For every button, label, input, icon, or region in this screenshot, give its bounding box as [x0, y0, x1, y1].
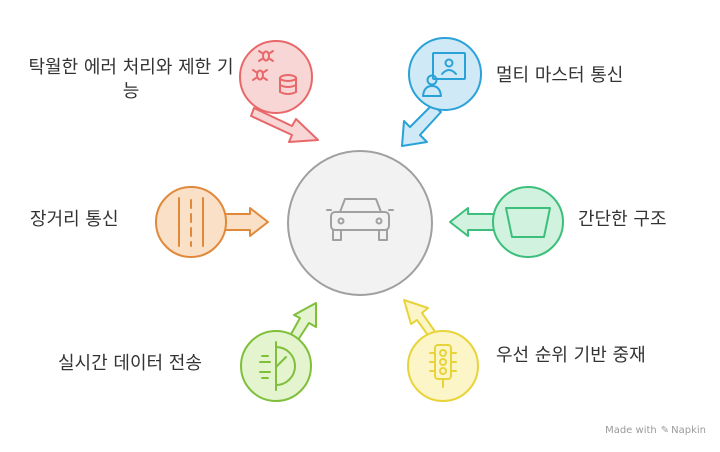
- label-realtime-transfer: 실시간 데이터 전송: [58, 353, 202, 374]
- label-simple-structure: 간단한 구조: [578, 209, 667, 230]
- label-long-distance: 장거리 통신: [30, 209, 119, 230]
- node-multi-master: [401, 37, 482, 147]
- node-simple-structure: [449, 186, 564, 258]
- watermark-prefix: Made with: [605, 425, 657, 436]
- bug-database-icon: [252, 50, 297, 95]
- watermark[interactable]: Made with✎Napkin: [605, 425, 706, 436]
- node-long-distance: [155, 186, 269, 258]
- label-error-handling: 탁월한 에러 처리와 제한 기능: [28, 57, 234, 102]
- stopwatch-icon: [259, 341, 296, 391]
- road-icon: [178, 197, 204, 247]
- traffic-light-icon: [429, 344, 457, 388]
- watermark-brand: Napkin: [671, 425, 706, 436]
- node-error-handling: [239, 40, 319, 143]
- center-node: [287, 150, 433, 296]
- node-realtime-transfer: [240, 302, 317, 402]
- car-icon: [326, 198, 394, 241]
- napkin-logo-icon: ✎: [660, 425, 670, 436]
- presenter-screen-icon: [422, 52, 466, 97]
- node-priority-arbitration: [403, 299, 479, 402]
- label-priority-arbitration: 우선 순위 기반 중재: [496, 345, 646, 366]
- trapezoid-icon: [505, 207, 551, 238]
- label-multi-master: 멀티 마스터 통신: [496, 65, 624, 86]
